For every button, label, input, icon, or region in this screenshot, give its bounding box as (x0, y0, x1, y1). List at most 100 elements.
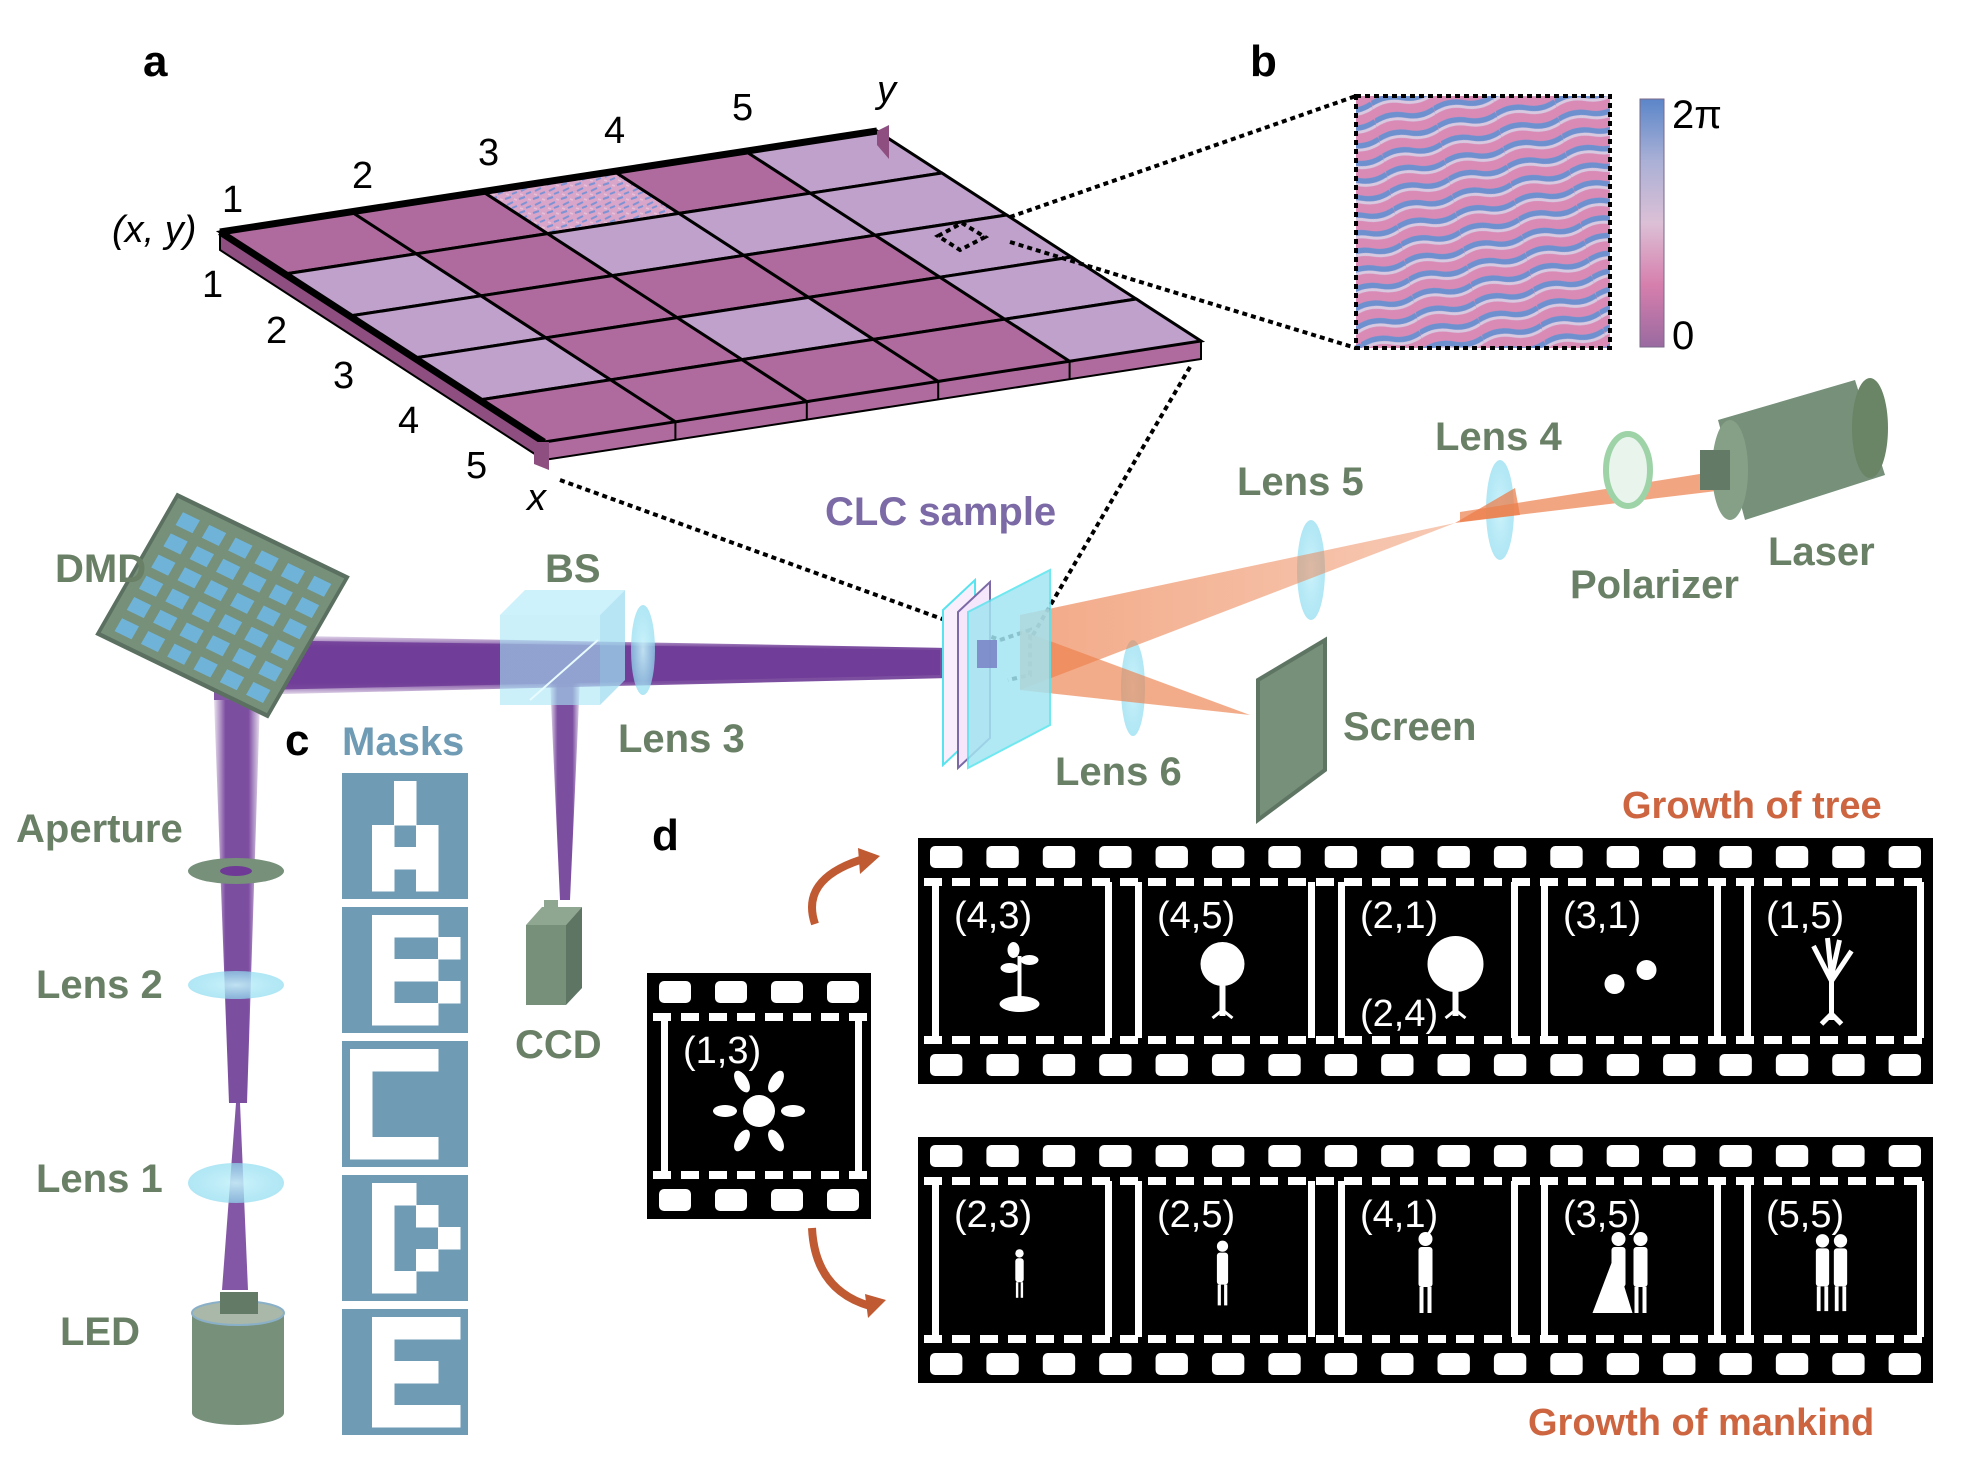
mask-pixel (416, 1049, 439, 1072)
start-film-frame: (1,3) (647, 973, 871, 1219)
beam-splitter (500, 590, 625, 705)
sprocket-hole (1042, 1054, 1076, 1076)
frame-coordinate: (2,5) (1157, 1194, 1235, 1236)
film-dash (1568, 1036, 1586, 1044)
laser-label: Laser (1768, 530, 1875, 574)
y-tick: 2 (352, 155, 373, 197)
frame-bar (1541, 1181, 1548, 1337)
mask-pixel (438, 1405, 461, 1428)
frame-bar (1917, 1181, 1924, 1337)
frame-coordinate: (1,3) (683, 1030, 761, 1072)
mask-pixel (372, 981, 395, 1004)
film-dash (1624, 878, 1642, 886)
sprocket-hole (986, 846, 1019, 868)
x-tick: 3 (333, 355, 354, 397)
mask-pixel (372, 1405, 395, 1428)
frame-coordinate-2: (2,4) (1360, 993, 1438, 1035)
sprocket-hole (1775, 1054, 1809, 1076)
frame-coordinate: (5,5) (1766, 1194, 1844, 1236)
frame-bar (932, 882, 939, 1038)
mask-pixel (394, 1003, 417, 1026)
frame-bar (1308, 882, 1315, 1038)
mask-pixel (372, 825, 395, 848)
x-axis-arrow-end (534, 442, 549, 470)
film-dash (1680, 1335, 1698, 1343)
panel-label-d: d (652, 811, 679, 860)
film-dash (1876, 1335, 1894, 1343)
led-source (191, 1292, 285, 1425)
mask-pixel (372, 1227, 395, 1250)
dmd-label: DMD (55, 547, 146, 591)
y-axis-arrow-end (877, 125, 889, 159)
sprocket-hole (1211, 1054, 1245, 1076)
mask-pixel (350, 1049, 373, 1072)
film-dash (1344, 1335, 1362, 1343)
sprocket-hole (1268, 1145, 1301, 1167)
film-dash (1064, 1036, 1082, 1044)
dmd-mirror (217, 613, 243, 636)
film-dash (952, 1036, 970, 1044)
clc-spot (977, 640, 997, 668)
sprocket-hole (1324, 1353, 1358, 1375)
film-dash (653, 1171, 671, 1179)
polarizer (1603, 431, 1653, 509)
mankind-title: Growth of mankind (1528, 1402, 1874, 1444)
frame-bar (661, 1017, 668, 1173)
lens-6-label: Lens 6 (1055, 750, 1182, 794)
sprocket-hole (1268, 846, 1301, 868)
film-background (918, 838, 1933, 1084)
film-dash (793, 1013, 811, 1021)
frame-bar (1511, 882, 1518, 1038)
sprocket-hole (1832, 1054, 1865, 1076)
arrow-up-head (858, 848, 880, 874)
sprocket-hole (1606, 1054, 1640, 1076)
lens-3-label: Lens 3 (618, 717, 745, 761)
film-dash (793, 1171, 811, 1179)
dmd-mirror (163, 533, 188, 555)
dmd-mirror (126, 596, 152, 619)
colorbar (1639, 98, 1665, 348)
zoom-region-marker (934, 220, 990, 253)
frame-bar (1338, 882, 1345, 1038)
mask-pixel (394, 1183, 417, 1206)
film-dash (1540, 1177, 1558, 1185)
mask-pixel (350, 1071, 373, 1094)
film-dash (1596, 1177, 1614, 1185)
film-strips: (1,3)(4,3)(4,5)(2,1)(2,4)(3,1)(1,5)(2,3)… (647, 838, 1933, 1383)
arrow-down-head (865, 1294, 886, 1318)
dmd-mirror (256, 605, 281, 627)
film-frame: (4,3) (932, 882, 1112, 1038)
dmd-mirror (203, 580, 229, 602)
screen-panel (1256, 636, 1327, 824)
film-dash (1260, 1036, 1278, 1044)
mask-pixel (416, 1003, 439, 1026)
film-dash (1344, 1177, 1362, 1185)
baby-icon (1015, 1249, 1024, 1298)
frame-coordinate: (4,5) (1157, 895, 1235, 937)
frame-bar (1714, 1181, 1721, 1337)
laser-beam-source (1460, 470, 1725, 522)
mask-pixel (372, 1361, 395, 1384)
sprocket-hole (1663, 1145, 1696, 1167)
film-frame: (2,5) (1135, 1181, 1315, 1337)
dmd-mirror (270, 639, 295, 661)
sprocket-hole (827, 1189, 859, 1211)
clc-sample-label: CLC sample (825, 490, 1056, 534)
sprocket-hole (1550, 1054, 1583, 1076)
film-dash (952, 878, 970, 886)
sprocket-hole (1550, 846, 1583, 868)
film-dash (1400, 1335, 1418, 1343)
film-frame: (4,5) (1135, 882, 1315, 1038)
clc-glass-2 (967, 568, 1051, 770)
clc-sample (942, 568, 1051, 771)
sprocket-hole (1493, 846, 1527, 868)
ccd-side (566, 907, 582, 1005)
mask-pixel (438, 937, 461, 960)
film-dash (1876, 878, 1894, 886)
lens-2-label: Lens 2 (36, 963, 163, 1007)
led-emitter (220, 1292, 258, 1314)
film-dash (1344, 1036, 1362, 1044)
sprocket-hole (1719, 1353, 1752, 1375)
sprocket-hole (1832, 1145, 1865, 1167)
sprocket-hole (930, 1054, 963, 1076)
